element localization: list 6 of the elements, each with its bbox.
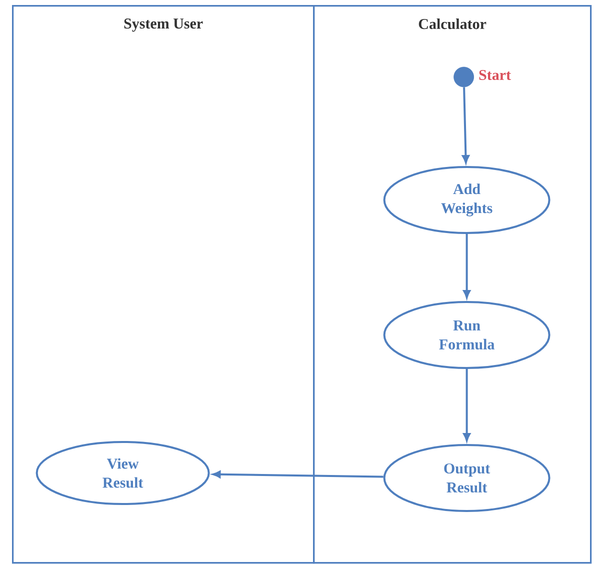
arrow bbox=[462, 87, 470, 164]
arrow bbox=[212, 470, 384, 478]
start-label: Start bbox=[479, 70, 511, 80]
start-dot bbox=[454, 66, 474, 88]
arrow bbox=[463, 234, 470, 298]
arrow bbox=[463, 369, 470, 442]
